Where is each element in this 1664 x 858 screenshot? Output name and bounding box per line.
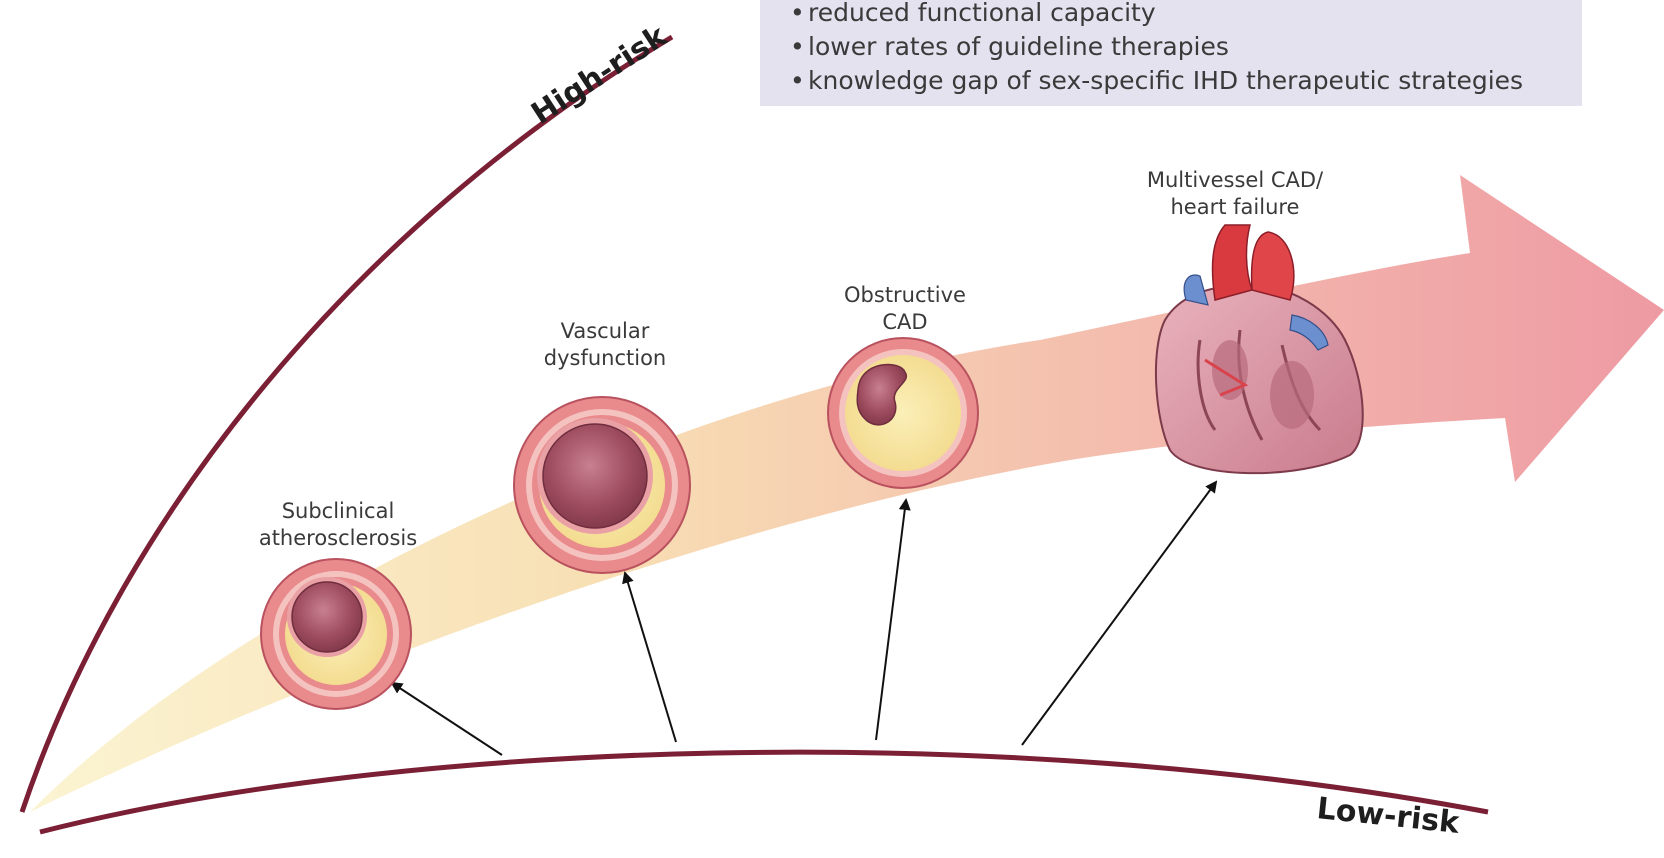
pointer-arrow-4 xyxy=(1022,482,1216,745)
stage-label-line: heart failure xyxy=(1120,194,1350,221)
stage-label-line: dysfunction xyxy=(520,345,690,372)
info-item-text: reduced functional capacity xyxy=(808,0,1156,27)
high-risk-label: High-risk xyxy=(525,18,674,132)
low-risk-curve xyxy=(40,752,1488,832)
info-item: •knowledge gap of sex-specific IHD thera… xyxy=(790,64,1582,98)
vessel-subclinical-icon xyxy=(261,559,411,709)
info-item: •reduced functional capacity xyxy=(790,0,1582,30)
stage-label-subclinical: Subclinical atherosclerosis xyxy=(248,498,428,552)
vessel-vascular-dysfunction-icon xyxy=(514,397,690,573)
info-item: •lower rates of guideline therapies xyxy=(790,30,1582,64)
stage-label-line: Obstructive xyxy=(820,282,990,309)
progression-arrow xyxy=(30,175,1664,812)
stage-label-line: atherosclerosis xyxy=(248,525,428,552)
pointer-arrow-2 xyxy=(625,573,676,742)
stage-label-line: CAD xyxy=(820,309,990,336)
stage-label-line: Vascular xyxy=(520,318,690,345)
low-risk-label: Low-risk xyxy=(1315,791,1462,841)
info-item-text: lower rates of guideline therapies xyxy=(808,32,1229,61)
info-box: •reduced functional capacity •lower rate… xyxy=(760,0,1582,106)
stage-label-line: Multivessel CAD/ xyxy=(1120,167,1350,194)
vessel-obstructive-cad-icon xyxy=(828,338,978,488)
heart-icon xyxy=(1156,225,1363,473)
stage-label-line: Subclinical xyxy=(248,498,428,525)
stage-label-obstructive: Obstructive CAD xyxy=(820,282,990,336)
pointer-arrow-1 xyxy=(392,683,502,755)
pointer-arrow-3 xyxy=(876,500,906,740)
info-item-text: knowledge gap of sex-specific IHD therap… xyxy=(808,66,1523,95)
stage-label-vascular: Vascular dysfunction xyxy=(520,318,690,372)
info-list: •reduced functional capacity •lower rate… xyxy=(790,0,1582,98)
stage-label-multivessel: Multivessel CAD/ heart failure xyxy=(1120,167,1350,221)
